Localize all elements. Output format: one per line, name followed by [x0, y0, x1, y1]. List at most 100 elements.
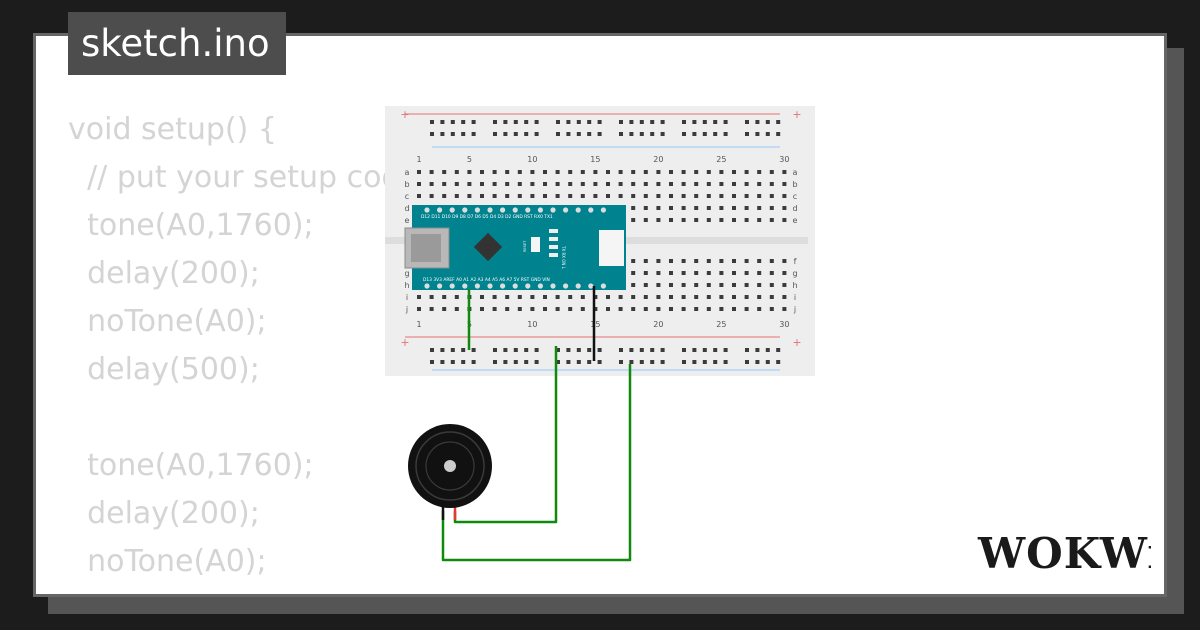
- breadboard-hole[interactable]: [556, 360, 560, 364]
- breadboard-hole[interactable]: [429, 194, 434, 198]
- breadboard-hole[interactable]: [618, 295, 623, 299]
- breadboard-hole[interactable]: [568, 182, 573, 186]
- breadboard-hole[interactable]: [643, 295, 648, 299]
- breadboard-hole[interactable]: [618, 307, 623, 311]
- breadboard-hole[interactable]: [732, 218, 736, 222]
- nano-pin[interactable]: [600, 283, 606, 289]
- breadboard-hole[interactable]: [669, 206, 673, 210]
- breadboard-hole[interactable]: [480, 307, 484, 311]
- breadboard-hole[interactable]: [442, 194, 447, 198]
- breadboard-hole[interactable]: [555, 182, 560, 186]
- breadboard-hole[interactable]: [580, 182, 585, 186]
- breadboard-hole[interactable]: [503, 348, 508, 352]
- breadboard-hole[interactable]: [744, 170, 749, 174]
- breadboard-hole[interactable]: [757, 206, 762, 210]
- breadboard-hole[interactable]: [765, 120, 770, 124]
- breadboard-hole[interactable]: [706, 271, 711, 275]
- nano-pin[interactable]: [563, 207, 569, 213]
- nano-pin[interactable]: [474, 283, 480, 289]
- breadboard-hole[interactable]: [681, 295, 686, 299]
- breadboard-hole[interactable]: [566, 360, 571, 364]
- breadboard-hole[interactable]: [755, 120, 760, 124]
- breadboard-hole[interactable]: [681, 194, 686, 198]
- breadboard-hole[interactable]: [650, 348, 655, 352]
- breadboard-hole[interactable]: [719, 194, 724, 198]
- breadboard-hole[interactable]: [417, 295, 421, 299]
- breadboard-hole[interactable]: [587, 132, 592, 136]
- breadboard-hole[interactable]: [719, 170, 724, 174]
- breadboard-hole[interactable]: [619, 120, 623, 124]
- breadboard-hole[interactable]: [681, 206, 686, 210]
- breadboard-hole[interactable]: [513, 120, 518, 124]
- breadboard-hole[interactable]: [543, 194, 547, 198]
- breadboard-hole[interactable]: [593, 307, 598, 311]
- breadboard-hole[interactable]: [568, 194, 573, 198]
- breadboard-hole[interactable]: [606, 194, 610, 198]
- breadboard-hole[interactable]: [461, 348, 466, 352]
- breadboard-hole[interactable]: [681, 283, 686, 287]
- breadboard-hole[interactable]: [660, 360, 665, 364]
- breadboard-hole[interactable]: [694, 307, 699, 311]
- breadboard-hole[interactable]: [713, 120, 718, 124]
- breadboard-hole[interactable]: [757, 170, 762, 174]
- breadboard-hole[interactable]: [650, 360, 655, 364]
- breadboard-hole[interactable]: [556, 132, 560, 136]
- breadboard-hole[interactable]: [556, 348, 560, 352]
- breadboard-hole[interactable]: [429, 307, 434, 311]
- breadboard-hole[interactable]: [732, 259, 736, 263]
- breadboard-hole[interactable]: [669, 307, 673, 311]
- breadboard-hole[interactable]: [480, 182, 484, 186]
- breadboard-hole[interactable]: [769, 206, 774, 210]
- breadboard-hole[interactable]: [587, 348, 592, 352]
- breadboard-hole[interactable]: [769, 283, 774, 287]
- breadboard-hole[interactable]: [782, 259, 787, 263]
- breadboard-hole[interactable]: [769, 170, 774, 174]
- breadboard-hole[interactable]: [682, 360, 686, 364]
- breadboard-hole[interactable]: [629, 360, 634, 364]
- breadboard-hole[interactable]: [723, 132, 728, 136]
- breadboard-hole[interactable]: [639, 132, 644, 136]
- breadboard-hole[interactable]: [776, 348, 781, 352]
- breadboard-hole[interactable]: [429, 170, 434, 174]
- breadboard-hole[interactable]: [643, 259, 648, 263]
- breadboard-hole[interactable]: [732, 170, 736, 174]
- breadboard-hole[interactable]: [660, 120, 665, 124]
- breadboard-hole[interactable]: [505, 194, 510, 198]
- breadboard-hole[interactable]: [631, 295, 636, 299]
- breadboard-hole[interactable]: [631, 271, 636, 275]
- breadboard-hole[interactable]: [776, 120, 781, 124]
- breadboard-hole[interactable]: [513, 132, 518, 136]
- breadboard-hole[interactable]: [454, 194, 459, 198]
- breadboard-hole[interactable]: [631, 218, 636, 222]
- breadboard-hole[interactable]: [757, 295, 762, 299]
- breadboard-hole[interactable]: [467, 170, 472, 174]
- breadboard-hole[interactable]: [745, 360, 749, 364]
- breadboard-hole[interactable]: [454, 295, 459, 299]
- breadboard-hole[interactable]: [530, 295, 535, 299]
- breadboard-hole[interactable]: [480, 194, 484, 198]
- breadboard-hole[interactable]: [656, 194, 661, 198]
- nano-pin[interactable]: [550, 283, 556, 289]
- breadboard-hole[interactable]: [702, 120, 707, 124]
- nano-pin[interactable]: [588, 283, 594, 289]
- breadboard-hole[interactable]: [669, 295, 673, 299]
- breadboard-hole[interactable]: [493, 120, 497, 124]
- nano-pin[interactable]: [462, 283, 468, 289]
- breadboard-hole[interactable]: [429, 295, 434, 299]
- breadboard-hole[interactable]: [430, 132, 434, 136]
- breadboard-hole[interactable]: [694, 206, 699, 210]
- breadboard-hole[interactable]: [755, 360, 760, 364]
- breadboard-hole[interactable]: [694, 259, 699, 263]
- breadboard-hole[interactable]: [713, 132, 718, 136]
- breadboard-hole[interactable]: [454, 182, 459, 186]
- reset-button[interactable]: [531, 237, 540, 252]
- breadboard-hole[interactable]: [706, 283, 711, 287]
- breadboard-hole[interactable]: [782, 307, 787, 311]
- breadboard-hole[interactable]: [417, 194, 421, 198]
- breadboard-hole[interactable]: [692, 348, 697, 352]
- nano-pin[interactable]: [437, 283, 443, 289]
- breadboard-hole[interactable]: [606, 170, 610, 174]
- breadboard-hole[interactable]: [593, 295, 598, 299]
- breadboard-hole[interactable]: [450, 348, 455, 352]
- breadboard-hole[interactable]: [732, 307, 736, 311]
